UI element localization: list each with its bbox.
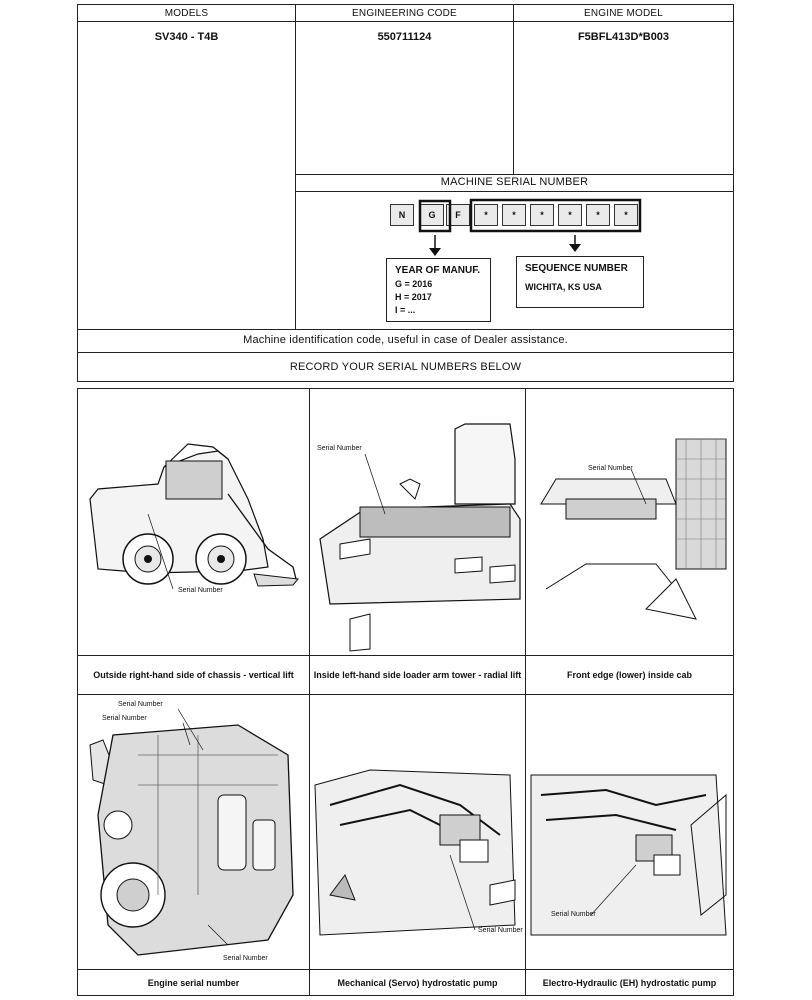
serial-char-7: * [558,204,582,226]
year-line-2: H = 2017 [395,292,432,302]
figure-4-caption-cell: Engine serial number [77,969,310,996]
figure-5-caption: Mechanical (Servo) hydrostatic pump [337,978,498,988]
serial-char-6: * [530,204,554,226]
figure-4-illustration [89,708,294,956]
figure-3-illustration [540,438,727,620]
figure-2-serial-label: Serial Number [317,445,362,452]
serial-title: MACHINE SERIAL NUMBER [440,176,589,188]
figure-4-caption: Engine serial number [147,978,240,988]
serial-diagram-overlay [418,198,642,256]
figure-5-illustration [314,769,516,936]
figure-5-caption-cell: Mechanical (Servo) hydrostatic pump [309,969,526,996]
models-header-cell: MODELS [77,4,296,22]
figure-5-serial-label: Serial Number [478,927,523,934]
engine-model-cell: F5BFL413D*B003 [513,21,734,175]
figure-1-illustration [89,443,299,590]
serial-char-8: * [586,204,610,226]
figure-4-serial-label-2: Serial Number [102,715,147,722]
figure-3-cell: Serial Number [525,388,734,656]
record-note: RECORD YOUR SERIAL NUMBERS BELOW [289,361,522,373]
figure-3-caption: Front edge (lower) inside cab [566,670,692,680]
figure-6-illustration [530,774,727,936]
sequence-number-box: SEQUENCE NUMBER WICHITA, KS USA [516,256,644,308]
engine-model-header-cell: ENGINE MODEL [513,4,734,22]
figure-5-cell: Serial Number [309,694,526,970]
engineering-code-value: 550711124 [377,31,432,43]
serial-char-9: * [614,204,638,226]
sequence-highlight-frame [469,198,642,233]
year-line-1: G = 2016 [395,279,433,289]
year-arrow-head [429,248,441,256]
year-box-title: YEAR OF MANUF. [395,265,480,276]
record-note-row: RECORD YOUR SERIAL NUMBERS BELOW [77,352,734,382]
figure-4-serial-label-3: Serial Number [223,955,268,962]
engineering-code-cell: 550711124 [295,21,514,175]
engineering-code-header-cell: ENGINEERING CODE [295,4,514,22]
year-highlight-frame [418,199,452,233]
models-header: MODELS [164,8,209,19]
figure-2-caption-cell: Inside left-hand side loader arm tower -… [309,655,526,695]
year-of-manufacture-box: YEAR OF MANUF. G = 2016 H = 2017 I = ... [386,258,491,322]
figure-2-illustration [319,423,521,652]
figure-1-cell: Serial Number [77,388,310,656]
engine-model-header: ENGINE MODEL [583,8,664,19]
figure-1-caption-cell: Outside right-hand side of chassis - ver… [77,655,310,695]
identification-note: Machine identification code, useful in c… [243,334,568,346]
engineering-code-header: ENGINEERING CODE [352,8,457,19]
figure-6-cell: Serial Number [525,694,734,970]
figure-3-serial-label: Serial Number [588,465,633,472]
serial-char-5: * [502,204,526,226]
serial-header-cell: MACHINE SERIAL NUMBER [295,174,734,192]
sequence-arrow-head [569,244,581,252]
engine-model-value: F5BFL413D*B003 [577,31,670,43]
serial-char-3: F [446,204,470,226]
figure-2-cell: Serial Number [309,388,526,656]
figure-2-caption: Inside left-hand side loader arm tower -… [313,670,522,680]
model-value: SV340 - T4B [154,31,219,43]
sequence-box-location: WICHITA, KS USA [525,282,602,292]
serial-char-1: N [390,204,414,226]
figure-1-serial-label: Serial Number [178,587,223,594]
figure-6-caption-cell: Electro-Hydraulic (EH) hydrostatic pump [525,969,734,996]
serial-char-4: * [474,204,498,226]
year-line-3: I = ... [395,305,416,315]
sequence-box-title: SEQUENCE NUMBER [525,263,628,274]
identification-note-row: Machine identification code, useful in c… [77,329,734,353]
figure-6-caption: Electro-Hydraulic (EH) hydrostatic pump [542,978,717,988]
figure-4-serial-label-1: Serial Number [118,701,163,708]
figure-6-serial-label: Serial Number [551,911,596,918]
serial-char-2: G [420,204,444,226]
figure-3-caption-cell: Front edge (lower) inside cab [525,655,734,695]
figure-1-caption: Outside right-hand side of chassis - ver… [93,670,294,680]
figure-4-cell: Serial Number Serial Number Serial Numbe… [77,694,310,970]
model-cell: SV340 - T4B [77,21,296,330]
